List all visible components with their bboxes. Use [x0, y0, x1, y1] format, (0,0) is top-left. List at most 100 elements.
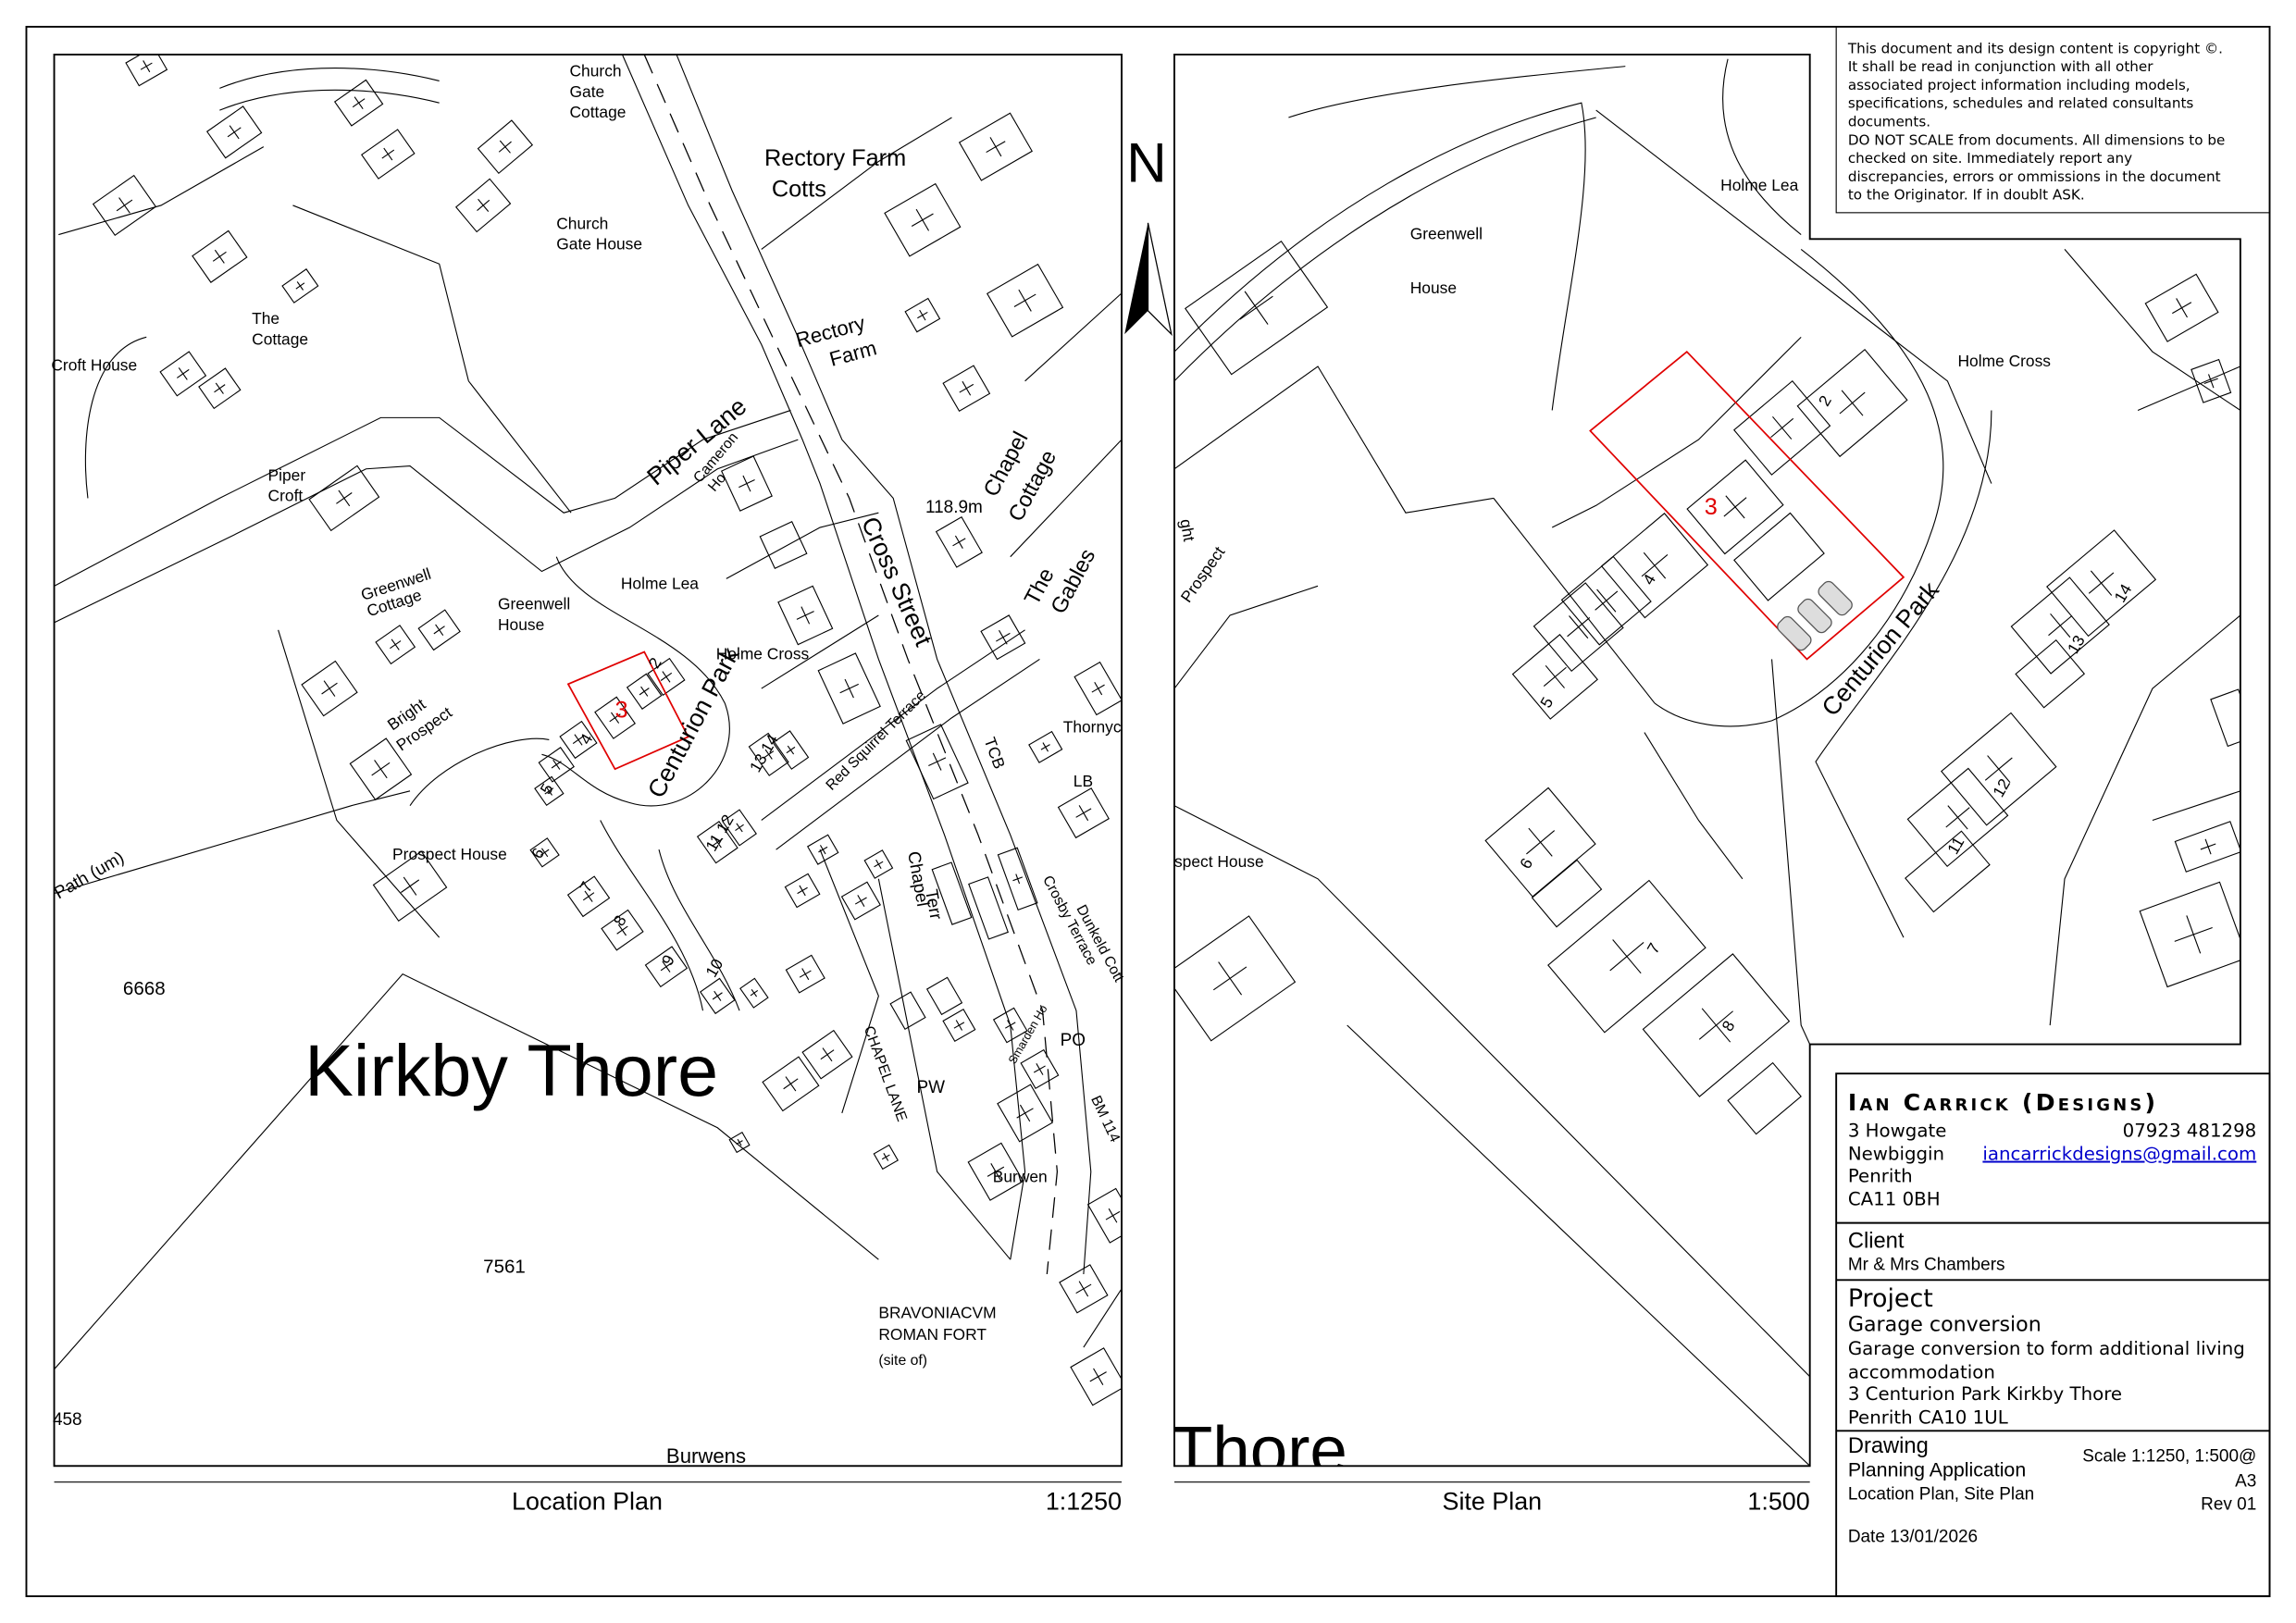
- building: [2139, 881, 2240, 988]
- building-centroid-cross-icon: [1239, 291, 1273, 325]
- address-line: Penrith: [1848, 1165, 1913, 1186]
- drawing-scale: Scale 1:1250, 1:500@: [2082, 1447, 2256, 1467]
- place-name: Thore: [1172, 1413, 1347, 1488]
- map-label: Gate: [570, 82, 605, 101]
- building-centroid-cross-icon: [1641, 551, 1669, 579]
- phone-number: 07923 481298: [2123, 1120, 2257, 1141]
- map-label: Church: [556, 214, 608, 232]
- map-label: Smarden Ho: [1006, 1003, 1050, 1066]
- map-label: Burwens: [666, 1444, 746, 1468]
- site-plan: Greenwell House Holme Lea Holme Cross gh…: [1172, 54, 2241, 1516]
- map-label: Thornyc: [1063, 718, 1122, 737]
- building-centroid-cross-icon: [572, 734, 585, 746]
- building-centroid-cross-icon: [540, 848, 550, 858]
- project-name: Garage conversion: [1848, 1313, 2042, 1337]
- building: [1727, 1061, 1802, 1135]
- house-number: 10: [701, 956, 726, 981]
- building-centroid-cross-icon: [839, 678, 859, 699]
- benchmark-label: BM 114: [1087, 1094, 1123, 1146]
- site-boundary-location: [566, 650, 689, 771]
- title-block: Ian Carrick (Designs) 3 Howgate Newbiggi…: [1835, 1072, 2271, 1598]
- building: [806, 834, 839, 865]
- building: [1547, 879, 1706, 1034]
- building-centroid-cross-icon: [544, 786, 554, 796]
- building-centroid-cross-icon: [1543, 664, 1567, 688]
- revision: Rev 01: [2201, 1495, 2256, 1515]
- building-centroid-cross-icon: [212, 249, 227, 264]
- building-centroid-cross-icon: [1212, 961, 1247, 996]
- building-centroid-cross-icon: [295, 281, 305, 291]
- building-centroid-cross-icon: [1089, 1368, 1107, 1385]
- building: [159, 351, 207, 397]
- client-name: Mr & Mrs Chambers: [1848, 1255, 2005, 1274]
- address-line: CA11 0BH: [1848, 1189, 1941, 1210]
- note-line: discrepancies, errors or ommissions in t…: [1848, 168, 2221, 185]
- building: [538, 747, 575, 783]
- location-map-linework: [54, 54, 1123, 1370]
- location-plan-title: Location Plan: [512, 1488, 663, 1516]
- building: [935, 516, 983, 568]
- building: [840, 881, 881, 921]
- building-centroid-cross-icon: [796, 606, 814, 625]
- house-number-site: 3: [615, 698, 628, 724]
- building: [1173, 915, 1297, 1042]
- building: [1733, 512, 1825, 601]
- project-desc-line: Penrith CA10 1UL: [1848, 1406, 2008, 1428]
- building-centroid-cross-icon: [498, 140, 512, 154]
- parked-cars-icon: [1777, 580, 1853, 651]
- project-desc-line: Garage conversion to form additional liv…: [1848, 1338, 2245, 1359]
- building: [2010, 576, 2110, 675]
- building: [863, 849, 894, 879]
- site-map-buildings: [1173, 240, 2240, 1135]
- building: [997, 847, 1038, 911]
- paper-size: A3: [2235, 1471, 2256, 1491]
- project-heading: Project: [1848, 1284, 1933, 1313]
- building: [1686, 459, 1784, 555]
- building: [759, 521, 808, 569]
- building: [601, 909, 644, 951]
- building-centroid-cross-icon: [1984, 755, 2013, 784]
- building-centroid-cross-icon: [371, 760, 391, 779]
- building-centroid-cross-icon: [2048, 613, 2073, 638]
- site-plan-labels: Greenwell House Holme Lea Holme Cross gh…: [1172, 176, 2136, 1488]
- building-centroid-cross-icon: [799, 968, 812, 981]
- email-link[interactable]: iancarrickdesigns@gmail.com: [1982, 1144, 2256, 1165]
- building-centroid-cross-icon: [797, 885, 808, 897]
- building: [372, 850, 448, 923]
- building-centroid-cross-icon: [1567, 615, 1591, 639]
- map-label: (site of): [878, 1353, 927, 1369]
- map-label: Church: [570, 62, 622, 81]
- building-centroid-cross-icon: [551, 759, 562, 770]
- building-centroid-cross-icon: [783, 1076, 799, 1092]
- map-label: Holme Cross: [716, 644, 810, 663]
- map-label: Cottage: [252, 329, 308, 348]
- building-centroid-cross-icon: [1012, 873, 1024, 885]
- building: [301, 660, 358, 717]
- company-name: Ian Carrick (Designs): [1848, 1089, 2158, 1116]
- building: [281, 268, 319, 304]
- building: [375, 625, 416, 665]
- building-centroid-cross-icon: [2200, 838, 2216, 855]
- building: [700, 977, 736, 1015]
- building-centroid-cross-icon: [917, 309, 928, 321]
- map-label: Greenwell: [1410, 224, 1483, 242]
- building-centroid-cross-icon: [336, 489, 353, 507]
- building-centroid-cross-icon: [1005, 1020, 1016, 1031]
- map-label: Croft: [268, 487, 304, 505]
- project-desc-line: 3 Centurion Park Kirkby Thore: [1848, 1383, 2122, 1405]
- map-label: Holme Cross: [1957, 352, 2051, 370]
- map-label: Gate House: [556, 234, 642, 253]
- building-centroid-cross-icon: [736, 1138, 743, 1146]
- house-number-site: 3: [1705, 494, 1718, 520]
- building-centroid-cross-icon: [820, 1047, 835, 1062]
- building-centroid-cross-icon: [390, 638, 402, 650]
- map-label: House: [498, 615, 544, 634]
- building: [1905, 830, 1991, 913]
- building-centroid-cross-icon: [660, 671, 673, 683]
- building: [529, 837, 560, 868]
- north-label: N: [1126, 132, 1166, 194]
- building: [889, 991, 926, 1030]
- building: [817, 652, 881, 725]
- site-map-linework: [1173, 58, 2240, 1467]
- address-line: 3 Howgate: [1848, 1120, 1947, 1141]
